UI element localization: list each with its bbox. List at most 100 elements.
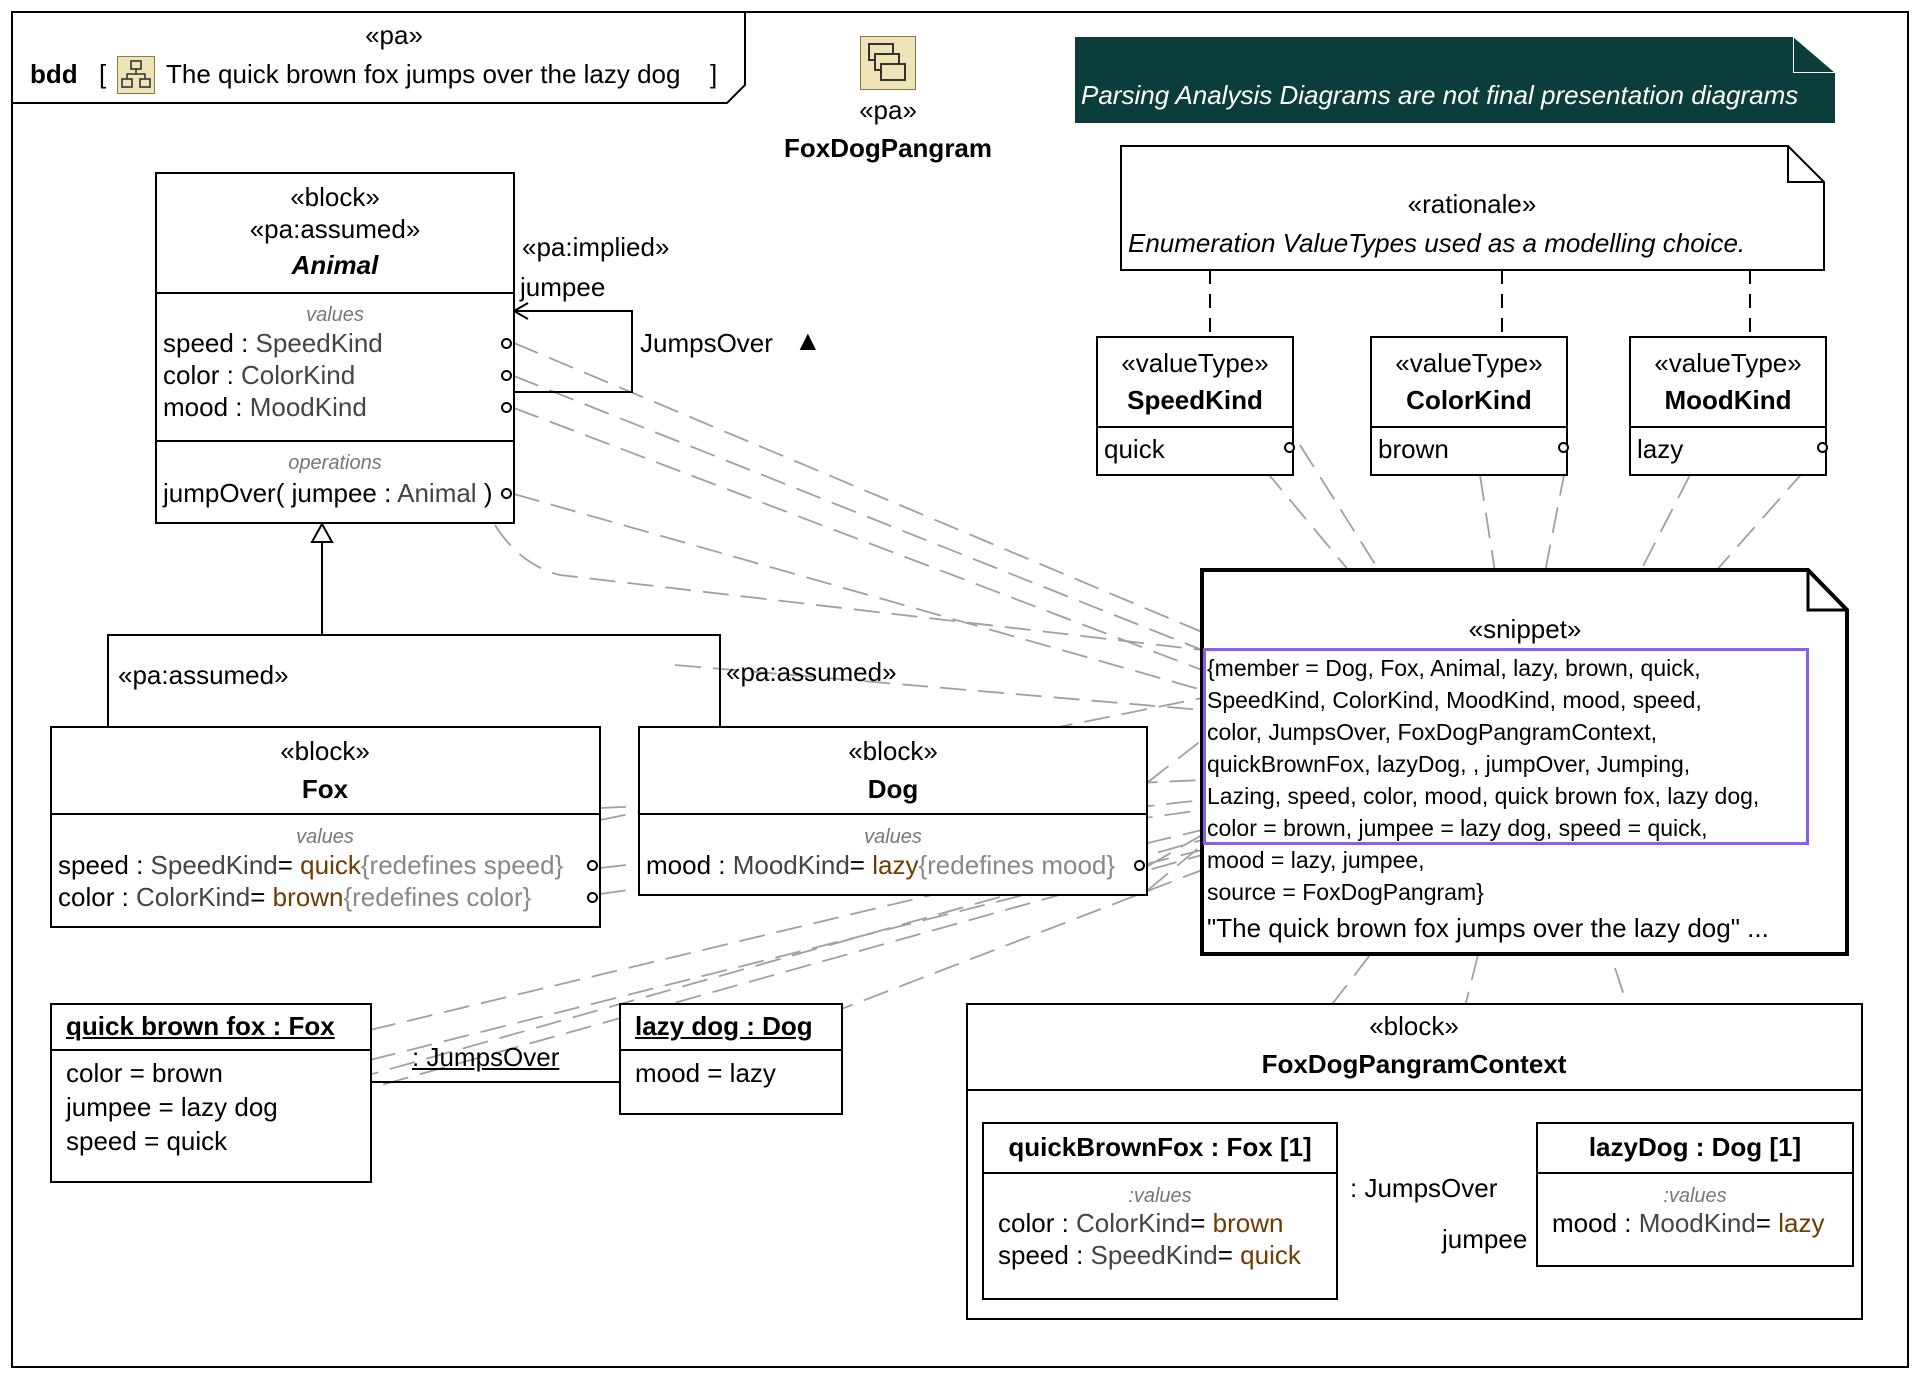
- instance-slot: speed = quick: [66, 1126, 228, 1156]
- frame-stereotype: «pa»: [365, 20, 423, 50]
- snippet-quote: "The quick brown fox jumps over the lazy…: [1207, 913, 1769, 943]
- instance-slot: jumpee = lazy dog: [66, 1092, 278, 1122]
- block-stereotype: «block»: [290, 182, 380, 212]
- value-property: color : ColorKind: [163, 360, 356, 390]
- part-title: lazyDog : Dog [1]: [1588, 1132, 1802, 1162]
- valuetype-stereotype: «valueType»: [1395, 348, 1543, 378]
- port-icon: [501, 338, 512, 349]
- value-property: color : ColorKind= brown: [998, 1208, 1284, 1238]
- snippet-line: {member = Dog, Fox, Animal, lazy, brown,…: [1207, 655, 1701, 681]
- part-connector-label: : JumpsOver: [1350, 1173, 1498, 1203]
- values-compartment-header: values: [306, 304, 364, 326]
- block-animal: «block» «pa:assumed» Animal values speed…: [155, 172, 515, 524]
- enum-literal: lazy: [1637, 434, 1684, 464]
- block-stereotype: «block»: [1369, 1011, 1459, 1041]
- direction-arrow-icon: ▲: [794, 325, 822, 356]
- instance-link-label: : JumpsOver: [412, 1042, 560, 1072]
- valuetype-speedkind: «valueType» SpeedKind quick: [1096, 336, 1295, 476]
- operation: jumpOver( jumpee : Animal ): [163, 478, 493, 508]
- valuetype-stereotype: «valueType»: [1121, 348, 1269, 378]
- value-property: mood : MoodKind= lazy{redefines mood}: [646, 850, 1116, 880]
- instance-quick-brown-fox: quick brown fox : Fox color = brown jump…: [50, 1003, 372, 1183]
- port-icon: [501, 488, 512, 499]
- value-property: mood : MoodKind= lazy: [1552, 1208, 1825, 1238]
- port-icon: [501, 402, 512, 413]
- snippet-highlight: [1203, 648, 1809, 845]
- value-property: mood : MoodKind: [163, 392, 367, 422]
- block-name: FoxDogPangramContext: [1261, 1049, 1567, 1079]
- valuetype-name: SpeedKind: [1127, 385, 1263, 415]
- port-icon: [1134, 860, 1145, 871]
- port-icon: [587, 892, 598, 903]
- diagram-icon: [117, 56, 155, 94]
- values-compartment-header: values: [296, 826, 354, 848]
- block-stereotype: «block»: [848, 736, 938, 766]
- enum-literal: quick: [1104, 434, 1165, 464]
- frame-tab: [12, 12, 746, 104]
- valuetype-stereotype: «valueType»: [1654, 348, 1802, 378]
- association-role: jumpee: [520, 272, 606, 302]
- rationale-text: Enumeration ValueTypes used as a modelli…: [1128, 228, 1746, 258]
- frame-kind: bdd: [30, 59, 78, 89]
- instance-lazy-dog: lazy dog : Dog mood = lazy: [619, 1003, 843, 1115]
- part-lazydog: lazyDog : Dog [1] :values mood : MoodKin…: [1536, 1122, 1854, 1267]
- valuetype-name: MoodKind: [1664, 385, 1792, 415]
- frame-bracket-close: ]: [710, 59, 718, 89]
- snippet-source: source = FoxDogPangram}: [1207, 879, 1484, 905]
- valuetype-colorkind: «valueType» ColorKind brown: [1370, 336, 1569, 476]
- block-name: Fox: [301, 774, 349, 804]
- instance-title: lazy dog : Dog: [635, 1011, 813, 1041]
- diagram-frame: [11, 11, 1909, 1368]
- generalization-label: «pa:assumed»: [118, 660, 289, 690]
- snippet-line: quickBrownFox, lazyDog, , jumpOver, Jump…: [1207, 751, 1691, 777]
- frame-bracket-open: [: [99, 59, 107, 89]
- valuetype-name: ColorKind: [1406, 385, 1532, 415]
- rationale-note: «rationale» Enumeration ValueTypes used …: [1120, 145, 1825, 271]
- port-icon: [1558, 442, 1569, 453]
- snippet-line: color, JumpsOver, FoxDogPangramContext,: [1207, 719, 1657, 745]
- snippet-line: color = brown, jumpee = lazy dog, speed …: [1207, 815, 1708, 841]
- values-compartment-header: :values: [1128, 1185, 1192, 1207]
- generalization-branch: [107, 634, 721, 728]
- part-connector-role: jumpee: [1442, 1224, 1528, 1254]
- block-stereotype-assumed: «pa:assumed»: [249, 214, 421, 244]
- operations-compartment-header: operations: [288, 452, 382, 474]
- package-icon: [860, 36, 916, 90]
- snippet-line: mood = lazy, jumpee,: [1207, 847, 1425, 873]
- part-quickbrownfox: quickBrownFox : Fox [1] :values color : …: [982, 1122, 1338, 1300]
- block-name: Animal: [291, 250, 379, 280]
- self-association: [514, 310, 633, 393]
- frame-title: The quick brown fox jumps over the lazy …: [166, 59, 681, 89]
- rationale-stereotype: «rationale»: [1407, 189, 1537, 219]
- value-property: color : ColorKind= brown{redefines color…: [58, 882, 532, 912]
- enum-literal: brown: [1378, 434, 1449, 464]
- port-icon: [501, 370, 512, 381]
- snippet-line: Lazing, speed, color, mood, quick brown …: [1207, 783, 1760, 809]
- banner-note: Parsing Analysis Diagrams are not final …: [1075, 37, 1835, 123]
- instance-slot: color = brown: [66, 1058, 223, 1088]
- package-name: FoxDogPangram: [783, 133, 993, 163]
- value-property: speed : SpeedKind= quick: [998, 1240, 1301, 1270]
- snippet-note: «snippet» {member = Dog, Fox, Animal, la…: [1200, 568, 1850, 956]
- block-name: Dog: [867, 774, 919, 804]
- values-compartment-header: :values: [1663, 1185, 1727, 1207]
- block-fox: «block» Fox values speed : SpeedKind= qu…: [50, 726, 601, 928]
- snippet-line: SpeedKind, ColorKind, MoodKind, mood, sp…: [1207, 687, 1702, 713]
- value-property: speed : SpeedKind: [163, 328, 383, 358]
- port-icon: [1284, 442, 1295, 453]
- port-icon: [587, 860, 598, 871]
- snippet-stereotype: «snippet»: [1468, 614, 1582, 644]
- block-dog: «block» Dog values mood : MoodKind= lazy…: [638, 726, 1148, 896]
- association-name: JumpsOver: [640, 328, 773, 358]
- valuetype-moodkind: «valueType» MoodKind lazy: [1629, 336, 1828, 476]
- generalization-label: «pa:assumed»: [726, 657, 897, 687]
- package-stereotype: «pa»: [859, 95, 917, 125]
- value-property: speed : SpeedKind= quick{redefines speed…: [58, 850, 564, 880]
- instance-title: quick brown fox : Fox: [66, 1011, 335, 1041]
- association-stereotype: «pa:implied»: [522, 232, 670, 262]
- port-icon: [1817, 442, 1828, 453]
- instance-slot: mood = lazy: [635, 1058, 776, 1088]
- block-stereotype: «block»: [280, 736, 370, 766]
- generalization-arrowhead: [310, 521, 334, 543]
- values-compartment-header: values: [864, 826, 922, 848]
